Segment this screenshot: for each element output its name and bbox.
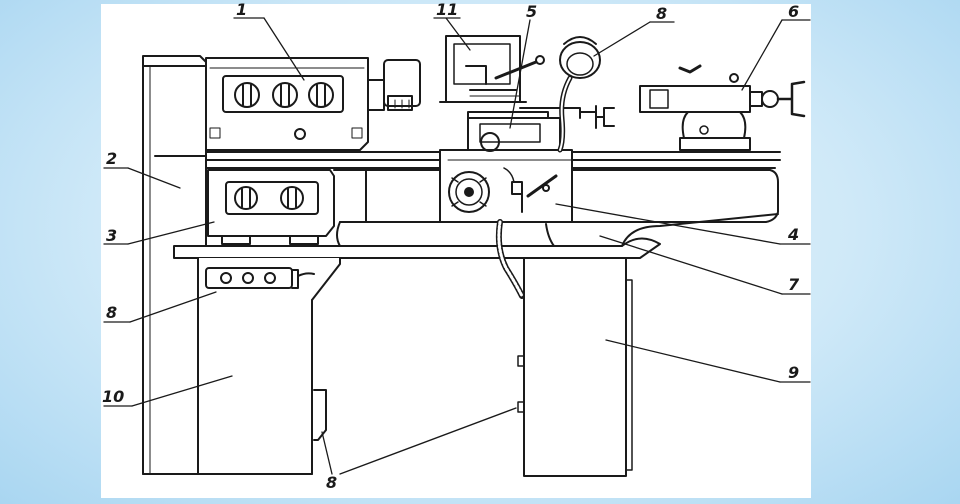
feed-gearbox [207, 169, 335, 245]
headstock-dial-knob [272, 82, 298, 108]
callout-8-lamp: 8 [656, 4, 667, 23]
callout-6: 6 [788, 2, 799, 21]
headstock [205, 57, 369, 151]
callout-9: 9 [788, 363, 799, 382]
callout-8-panel: 8 [106, 303, 117, 322]
callout-11: 11 [436, 0, 458, 19]
callout-7: 7 [788, 275, 800, 294]
chip-tray [173, 213, 779, 259]
leader-lines [103, 17, 811, 475]
headstock-dial-knob [308, 82, 334, 108]
headstock-dial-knob [234, 82, 260, 108]
left-cabinet [197, 257, 341, 475]
carriage-apron [439, 149, 573, 223]
callout-3: 3 [106, 226, 117, 245]
callout-5: 5 [526, 2, 537, 21]
spindle-motor [367, 59, 421, 111]
callout-4: 4 [787, 225, 799, 244]
tool-post [467, 105, 615, 152]
display-monitor [439, 35, 545, 103]
callout-2: 2 [106, 149, 117, 168]
callout-10: 10 [102, 387, 124, 406]
work-lamp [557, 36, 601, 153]
right-cabinet [517, 257, 633, 477]
callout-labels: 1 11 5 8 6 2 3 4 7 8 9 10 8 [102, 0, 800, 492]
left-column [142, 55, 207, 475]
tailstock [639, 64, 806, 151]
callout-1: 1 [236, 0, 247, 19]
lathe-bed [333, 169, 779, 223]
coolant-hose [495, 219, 525, 299]
callout-8-bottom: 8 [326, 473, 337, 492]
